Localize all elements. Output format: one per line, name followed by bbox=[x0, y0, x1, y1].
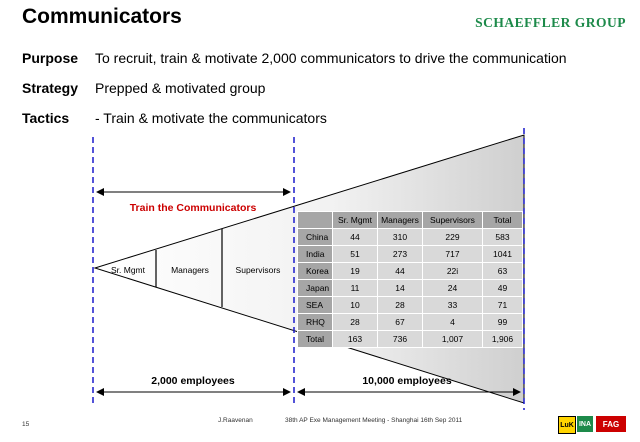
brand-logo: SCHAEFFLER GROUP bbox=[475, 15, 626, 30]
communicators-table: Sr. Mgmt Managers Supervisors Total Chin… bbox=[297, 211, 523, 348]
table-cell: 10 bbox=[332, 296, 378, 314]
table-cell: 28 bbox=[332, 313, 378, 331]
table-cell: 163 bbox=[332, 330, 378, 348]
table-cell: 1,007 bbox=[422, 330, 483, 348]
row-label: Total bbox=[297, 330, 333, 348]
page-number: 15 bbox=[22, 421, 30, 428]
table-row: India 51 273 717 1041 bbox=[297, 245, 523, 263]
strategy-text: Prepped & motivated group bbox=[95, 80, 266, 96]
table-cell: 310 bbox=[377, 228, 423, 246]
table-row: Korea 19 44 22i 63 bbox=[297, 262, 523, 280]
table-header: Managers bbox=[377, 211, 423, 229]
table-cell: 14 bbox=[377, 279, 423, 297]
table-row: SEA 10 28 33 71 bbox=[297, 296, 523, 314]
table-header: Total bbox=[482, 211, 523, 229]
footer-author: J.Raavenan bbox=[218, 417, 253, 424]
funnel-label-supervisors: Supervisors bbox=[236, 265, 281, 275]
tactics-text: - Train & motivate the communicators bbox=[95, 110, 327, 126]
ina-logo: INA bbox=[577, 416, 593, 432]
fag-logo: FAG bbox=[596, 416, 626, 432]
funnel-label-sr-mgmt: Sr. Mgmt bbox=[111, 265, 146, 275]
label-bg bbox=[143, 371, 253, 387]
row-label: RHQ bbox=[297, 313, 333, 331]
table-cell: 24 bbox=[422, 279, 483, 297]
table-cell: 19 bbox=[332, 262, 378, 280]
table-cell: 717 bbox=[422, 245, 483, 263]
table-cell: 67 bbox=[377, 313, 423, 331]
train-label: Train the Communicators bbox=[130, 202, 257, 214]
slide-title: Communicators bbox=[22, 5, 182, 28]
table-cell: 51 bbox=[332, 245, 378, 263]
table-cell: 44 bbox=[332, 228, 378, 246]
table-cell: 63 bbox=[482, 262, 523, 280]
row-label: Japan bbox=[297, 279, 333, 297]
table-cell: 22i bbox=[422, 262, 483, 280]
table-cell: 28 bbox=[377, 296, 423, 314]
table-row: Japan 11 14 24 49 bbox=[297, 279, 523, 297]
table-cell: 583 bbox=[482, 228, 523, 246]
table-header: Supervisors bbox=[422, 211, 483, 229]
table-cell: 99 bbox=[482, 313, 523, 331]
purpose-text: To recruit, train & motivate 2,000 commu… bbox=[95, 50, 567, 66]
row-label: SEA bbox=[297, 296, 333, 314]
funnel-label-managers: Managers bbox=[171, 265, 209, 275]
table-header-row: Sr. Mgmt Managers Supervisors Total bbox=[297, 211, 523, 229]
purpose-label: Purpose bbox=[22, 50, 79, 66]
table-header: Sr. Mgmt bbox=[332, 211, 378, 229]
row-label: India bbox=[297, 245, 333, 263]
table-row: RHQ 28 67 4 99 bbox=[297, 313, 523, 331]
employees-left-label: 2,000 employees bbox=[151, 375, 235, 387]
table-cell: 49 bbox=[482, 279, 523, 297]
table-header-corner bbox=[297, 211, 333, 229]
row-label: China bbox=[297, 228, 333, 246]
table-cell: 11 bbox=[332, 279, 378, 297]
table-total-row: Total 163 736 1,007 1,906 bbox=[297, 330, 523, 348]
table-cell: 71 bbox=[482, 296, 523, 314]
row-label: Korea bbox=[297, 262, 333, 280]
table-cell: 1041 bbox=[482, 245, 523, 263]
tactics-label: Tactics bbox=[22, 110, 70, 126]
table-cell: 4 bbox=[422, 313, 483, 331]
table-cell: 44 bbox=[377, 262, 423, 280]
table-cell: 273 bbox=[377, 245, 423, 263]
strategy-label: Strategy bbox=[22, 80, 79, 96]
employees-right-label: 10,000 employees bbox=[362, 375, 451, 387]
table-cell: 33 bbox=[422, 296, 483, 314]
footer-meeting: 38th AP Exe Management Meeting - Shangha… bbox=[285, 417, 463, 424]
table-cell: 1,906 bbox=[482, 330, 523, 348]
table-row: China 44 310 229 583 bbox=[297, 228, 523, 246]
luk-logo: LuK bbox=[558, 416, 576, 434]
table-cell: 229 bbox=[422, 228, 483, 246]
table-cell: 736 bbox=[377, 330, 423, 348]
